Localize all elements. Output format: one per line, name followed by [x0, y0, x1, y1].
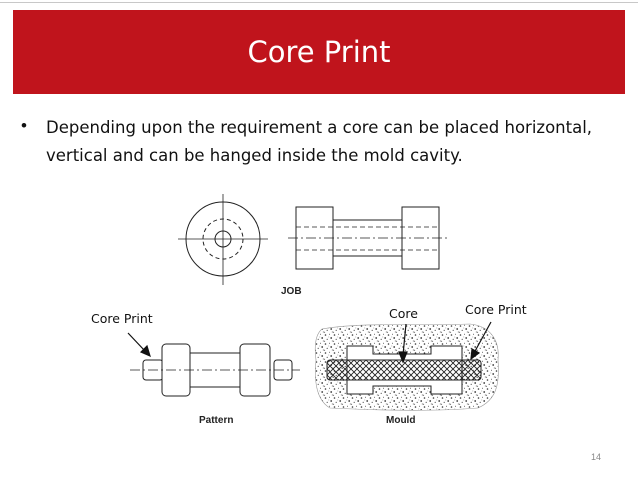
bullet-marker: •: [21, 116, 27, 135]
label-core-print-right: Core Print: [465, 302, 527, 317]
title-bar: Core Print: [13, 10, 625, 94]
mould-caption: Mould: [386, 415, 416, 426]
pattern-caption: Pattern: [199, 415, 234, 426]
job-side-view: [288, 206, 447, 270]
job-end-view: [178, 194, 268, 285]
label-core-print-left: Core Print: [91, 311, 153, 326]
slide-title: Core Print: [247, 35, 391, 69]
job-caption: JOB: [281, 286, 302, 297]
mould-drawing: [314, 323, 499, 411]
label-core: Core: [389, 306, 418, 321]
leader-arrows: [127, 321, 492, 364]
page-number: 14: [591, 452, 602, 462]
top-rule: [0, 2, 638, 3]
bullet-text: Depending upon the requirement a core ca…: [46, 118, 593, 165]
pattern-drawing: [130, 343, 300, 397]
